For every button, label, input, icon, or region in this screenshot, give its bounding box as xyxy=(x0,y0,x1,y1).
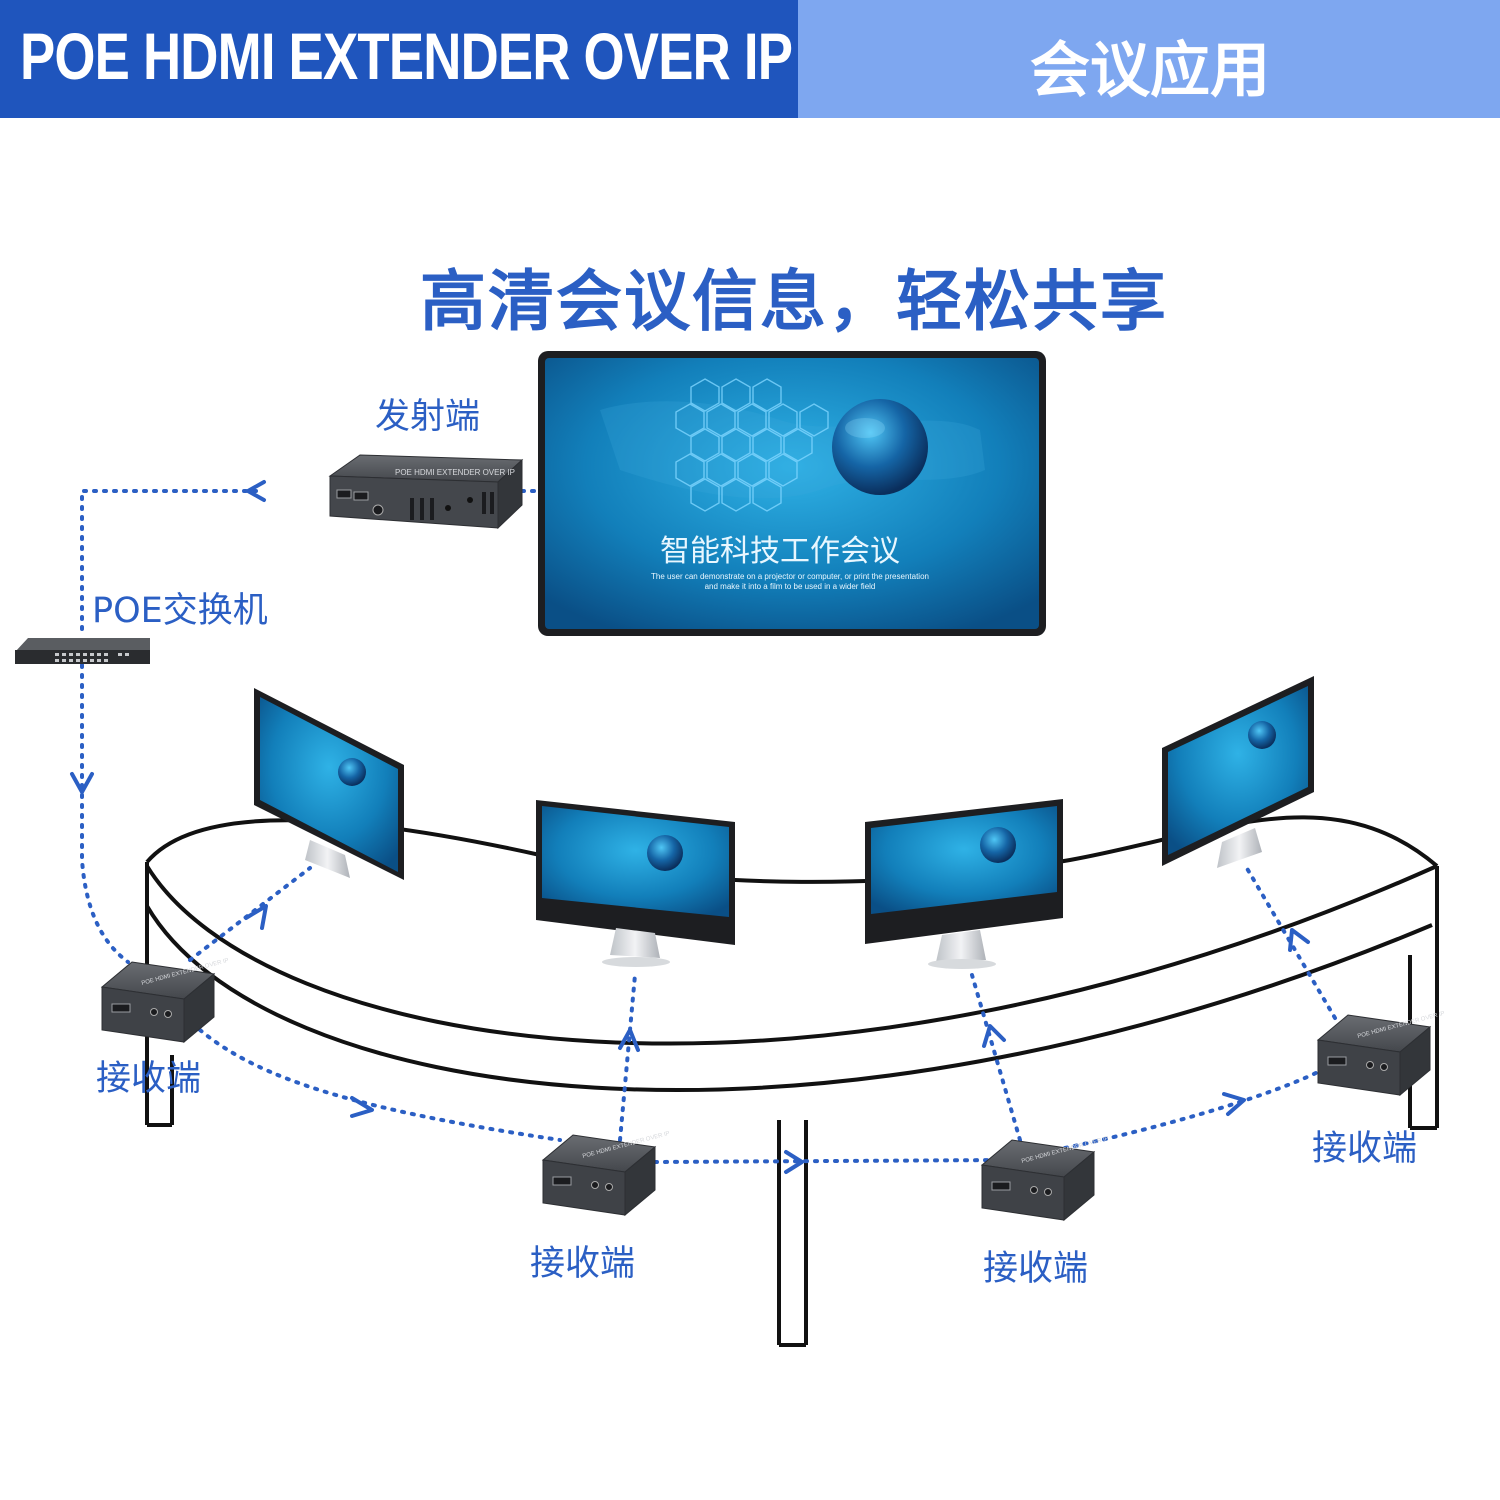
headline: 高清会议信息，轻松共享 xyxy=(420,263,1168,340)
receiver-2-label: 接收端 xyxy=(530,1244,636,1284)
header-title-panel: POE HDMI EXTENDER OVER IP xyxy=(0,0,798,118)
monitor-1 xyxy=(254,688,404,880)
transmitter-device-label: POE HDMI EXTENDER OVER IP xyxy=(395,468,515,477)
globe-icon xyxy=(832,399,928,495)
receiver-3-label: 接收端 xyxy=(983,1249,1089,1289)
main-screen-caption-2: and make it into a film to be used in a … xyxy=(705,582,876,591)
header-bar: POE HDMI EXTENDER OVER IP 会议应用 xyxy=(0,0,1500,118)
receiver-4 xyxy=(1317,1010,1446,1096)
flow-arrows xyxy=(70,480,1310,1174)
receiver-1-label: 接收端 xyxy=(96,1059,202,1099)
conference-table xyxy=(145,815,1439,1347)
transmitter-label: 发射端 xyxy=(375,397,481,437)
monitor-4 xyxy=(1162,676,1314,868)
receiver-4-label: 接收端 xyxy=(1312,1129,1418,1169)
header-title: POE HDMI EXTENDER OVER IP xyxy=(20,19,793,93)
header-subtitle: 会议应用 xyxy=(1030,36,1270,106)
receiver-3 xyxy=(981,1135,1110,1221)
monitor-2 xyxy=(536,800,735,967)
poe-switch xyxy=(15,638,150,664)
main-screen-title: 智能科技工作会议 xyxy=(660,534,900,569)
main-screen-caption-1: The user can demonstrate on a projector … xyxy=(651,572,929,581)
receiver-1 xyxy=(101,957,230,1043)
header-subtitle-panel: 会议应用 xyxy=(798,0,1500,118)
receiver-2 xyxy=(542,1130,671,1216)
main-display: 智能科技工作会议 The user can demonstrate on a p… xyxy=(538,351,1046,636)
monitor-3 xyxy=(865,799,1063,969)
switch-label: POE交换机 xyxy=(92,591,268,631)
transmitter-device: POE HDMI EXTENDER OVER IP xyxy=(328,454,524,530)
